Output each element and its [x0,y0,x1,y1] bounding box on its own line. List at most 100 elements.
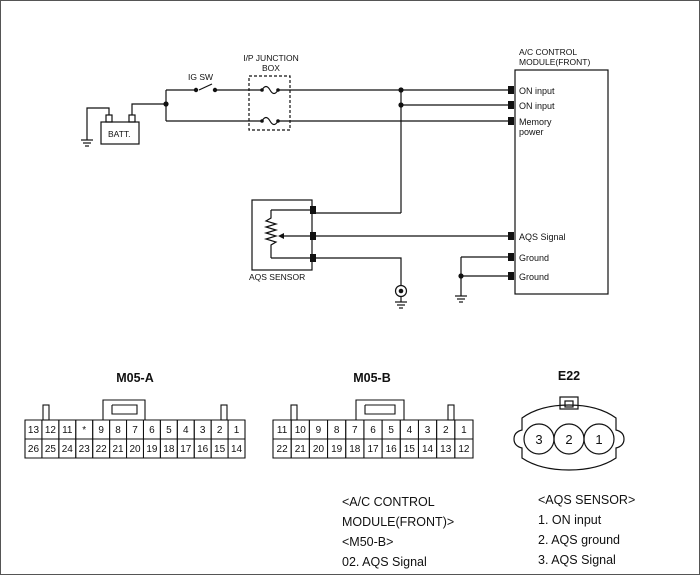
ac-control-module-box [514,69,609,295]
m05b-pin-top-2: 9 [316,425,322,436]
junction-box-label-1: I/P JUNCTION [243,53,299,63]
m05a-pin-top-9: 4 [183,425,189,436]
battery-ground-wire [86,107,110,140]
m05b-pin-top-8: 3 [425,425,431,436]
module-note-line-1: <A/C CONTROL [342,495,435,509]
m05a-pin-top-7: 6 [149,425,155,436]
m05a-pin-top-4: 9 [98,425,104,436]
sensor-note-line-4: 3. AQS Signal [538,553,616,567]
m05a-pin-top-1: 12 [45,425,57,436]
m05b-pin-top-10: 1 [461,425,467,436]
connector-e22-title: E22 [558,369,580,383]
m05a-pin-bottom-4: 22 [96,444,108,455]
m05a-pin-bottom-0: 26 [28,444,40,455]
module-pin-ground-1: Ground [519,253,549,263]
e22-pin-2: 1 [595,432,602,447]
connector-m05b-title: M05-B [353,371,391,385]
m05a-pin-top-2: 11 [62,425,73,436]
module-pin-on-input-1: ON input [519,86,555,96]
m05a-pin-top-10: 3 [200,425,206,436]
m05a-pin-top-0: 13 [28,425,40,436]
battery-symbol [100,121,140,145]
m05a-pin-top-6: 7 [132,425,138,436]
ig-sw-label: IG SW [188,72,213,82]
fuse-ign [261,85,279,95]
module-note: <A/C CONTROL MODULE(FRONT)> <M50-B> 02. … [342,492,454,572]
m05b-pin-top-0: 11 [277,425,288,436]
m05b-pin-bottom-2: 20 [313,444,325,455]
junction-box-label-2: BOX [262,63,280,73]
m05b-pin-bottom-4: 18 [349,444,361,455]
m05a-pin-bottom-9: 17 [180,444,192,455]
m05a-pin-bottom-5: 21 [113,444,125,455]
module-pin-aqs-signal: AQS Signal [519,232,566,242]
m05a-pin-bottom-10: 16 [197,444,209,455]
m05b-pin-top-4: 7 [352,425,358,436]
sensor-note: <AQS SENSOR> 1. ON input 2. AQS ground 3… [538,490,635,570]
m05b-pin-top-7: 4 [407,425,413,436]
m05b-pin-bottom-6: 16 [386,444,398,455]
m05a-pin-bottom-3: 23 [79,444,91,455]
sensor-note-line-2: 1. ON input [538,513,602,527]
battery-terminal-pos [128,114,136,123]
m05b-pin-top-6: 5 [388,425,394,436]
m05b-pin-top-5: 6 [370,425,376,436]
m05b-pin-bottom-8: 14 [422,444,434,455]
m05b-pin-bottom-1: 21 [295,444,307,455]
m05a-pin-top-12: 1 [234,425,240,436]
m05b-pin-top-9: 2 [443,425,449,436]
battery-positive-wire [131,103,166,115]
e22-pin-1: 2 [565,432,572,447]
module-title-1: A/C CONTROL [519,47,577,57]
m05a-pin-top-8: 5 [166,425,172,436]
e22-pin-0: 3 [535,432,542,447]
m05a-pin-bottom-12-cell [227,438,246,459]
sensor-ground-wire [316,257,402,285]
module-pin-power: power [519,127,544,137]
sensor-note-line-3: 2. AQS ground [538,533,621,547]
m05a-pin-bottom-7: 19 [146,444,158,455]
m05a-pin-bottom-6: 20 [129,444,141,455]
sensor-ground-eyelet [394,284,408,298]
m05b-pin-bottom-9: 13 [440,444,452,455]
m05a-pin-top-3: * [82,425,86,436]
module-pin-on-input-2: ON input [519,101,555,111]
batt-label: BATT. [108,129,131,139]
module-pin-ground-2: Ground [519,272,549,282]
module-pin-memory: Memory [519,117,552,127]
junction-box-outline [248,75,291,131]
m05b-pin-bottom-0: 22 [277,444,289,455]
m05a-pin-bottom-11: 15 [214,444,226,455]
m05b-pin-bottom-10-cell [454,438,474,459]
e22-pin-socket-2 [583,423,615,455]
ig-switch-blade [198,83,213,91]
module-note-line-4: 02. AQS Signal [342,555,427,569]
m05a-pin-bottom-1: 25 [45,444,57,455]
connector-m05a-title: M05-A [116,371,154,385]
connector-e22 [513,396,625,471]
connector-e22-pins: 3 2 1 [523,423,615,455]
module-note-line-3: <M50-B> [342,535,394,549]
m05b-pin-bottom-5: 17 [367,444,379,455]
m05b-pin-bottom-10: 12 [458,444,470,455]
m05a-pin-bottom-12: 14 [231,444,243,455]
module-note-line-2: MODULE(FRONT)> [342,515,455,529]
m05b-pin-top-1: 10 [295,425,307,436]
m05b-pin-top-3: 8 [334,425,340,436]
m05b-pin-bottom-3: 19 [331,444,343,455]
sensor-note-line-1: <AQS SENSOR> [538,493,636,507]
m05a-pin-bottom-8: 18 [163,444,175,455]
fuse-memory [261,116,279,126]
m05b-pin-bottom-7: 15 [404,444,416,455]
module-title-2: MODULE(FRONT) [519,57,590,67]
m05a-pin-bottom-2: 24 [62,444,74,455]
m05a-pin-top-5: 8 [115,425,121,436]
battery-terminal-neg [105,114,113,123]
aqs-sensor-label: AQS SENSOR [249,272,305,282]
aqs-sensor-resistor [263,210,279,258]
m05a-pin-top-11: 2 [217,425,223,436]
